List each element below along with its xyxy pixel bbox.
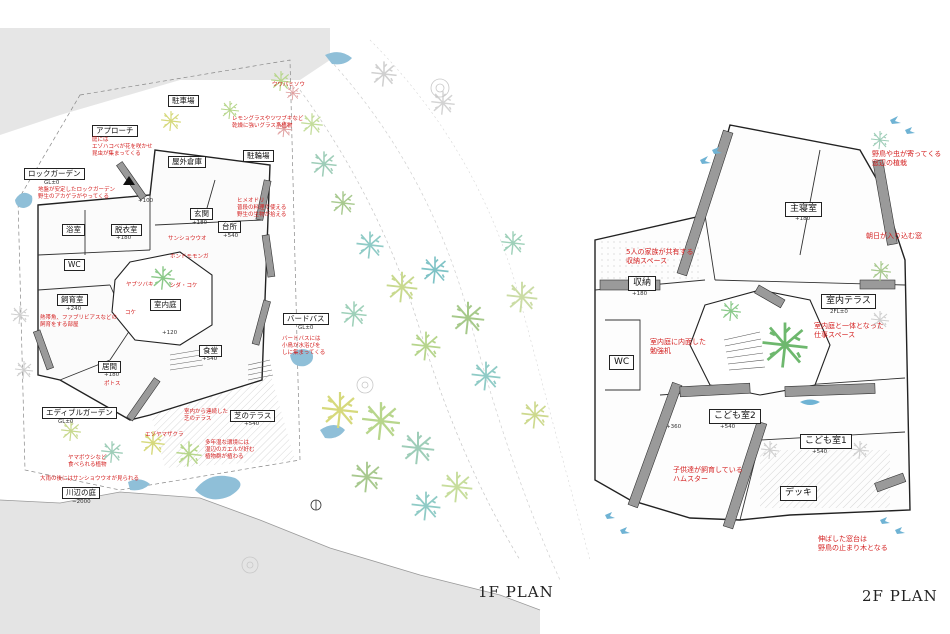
plan-1f (0, 28, 591, 634)
level-inner-garden: +120 (162, 330, 178, 336)
note-indoor-terrace: 室内庭と一体となった 仕事スペース (814, 322, 884, 339)
site-contour-2 (329, 59, 561, 581)
note-flying-squirrel: ホンドモモンガ (170, 254, 209, 260)
level-kids-room-1: +540 (812, 449, 828, 455)
title-2f-plan: 2F PLAN (862, 587, 938, 605)
note-bird-bath: バードバスには 小鳥が水浴びを しに集まってくる (282, 336, 326, 356)
room-label-bike-parking: 駐輪場 (243, 150, 274, 162)
note-birch: エゾヤマザクラ (145, 432, 184, 438)
room-label-breeding-room: 飼育室 (57, 294, 88, 306)
level-master-bedroom: +180 (795, 216, 811, 222)
note-camellia: ヤブツバキ (126, 282, 154, 288)
level-rock-garden: GL±0 (44, 180, 60, 186)
inner-garden-outline (111, 251, 213, 346)
room-label-kids-room-2: こども室2 (709, 409, 761, 424)
note-lawn: 室内から連続した 芝のテラス (184, 409, 229, 422)
room-label-inner-garden: 室内庭 (150, 299, 181, 311)
note-study-desk: 室内庭に内面した 勉強机 (650, 338, 706, 355)
room-label-rock-garden: ロックガーデン (24, 168, 85, 180)
room-label-outdoor-storage: 屋外倉庫 (168, 156, 206, 168)
note-salamander: サンショウウオ (168, 236, 207, 242)
water-ponds-1f (15, 52, 352, 500)
level-kitchen: +540 (223, 233, 239, 239)
note-edible: ヤマボウシなど 食べられる植物 (68, 455, 107, 468)
level-entrance: +180 (192, 220, 208, 226)
room-label-indoor-terrace: 室内テラス (821, 294, 876, 309)
note-kitchen: ヒメオドリ 普段の料理で使える 野生の生物が拾える (237, 198, 287, 218)
room-label-parking: 駐車場 (168, 95, 199, 107)
room-label-wc-2f: WC (609, 355, 635, 370)
wall-slabs-2f (599, 129, 907, 530)
site-contour-3 (369, 39, 591, 561)
level-bird-bath: GL±0 (298, 325, 314, 331)
note-breeding: 熱帯魚、ファブリビアスなどの 飼育をする部屋 (40, 315, 118, 328)
note-moss: コケ (125, 310, 137, 316)
level-approach: +100 (138, 198, 154, 204)
note-fern: シダ・コケ (170, 283, 198, 289)
room-label-bird-bath: バードバス (283, 313, 329, 325)
note-perch: 伸ばした窓台は 野鳥の止まり木となる (818, 535, 888, 552)
room-label-bathroom: 浴室 (62, 224, 85, 236)
level-living: +180 (104, 372, 120, 378)
note-weeds: ウワバミソウ (272, 82, 305, 88)
title-1f-plan: 1F PLAN (478, 583, 554, 601)
stair-2f (723, 331, 766, 371)
bird-icons-2f (605, 116, 915, 534)
plan-2f (594, 116, 915, 534)
flower-rosettes-1f (241, 78, 450, 574)
site-contour-1 (299, 89, 521, 561)
room-label-lawn-terrace: 芝のテラス (230, 410, 276, 422)
level-storage: +180 (632, 291, 648, 297)
room-label-edible-garden: エディブルガーデン (42, 407, 117, 419)
entrance-arrow-icon (123, 176, 135, 185)
note-morning-sun: 朝日が入り込む窓 (866, 232, 922, 240)
level-dressing: +180 (116, 235, 132, 241)
room-label-dressing: 脱衣室 (111, 224, 142, 236)
north-compass-icon (310, 499, 322, 511)
room-label-approach: アプローチ (92, 125, 138, 137)
room-label-deck: デッキ (780, 486, 818, 501)
note-rock-garden: 地盤が安定したロックガーデン 野生のアカゲラがやってくる (38, 187, 116, 200)
level-indoor-terrace: 2FL±0 (830, 309, 848, 315)
note-lemongrass: レモングラスやツワブキなど 乾燥に強いグラス系植物 (232, 116, 304, 129)
level-breeding-room: +240 (66, 306, 82, 312)
riverbank-line (0, 491, 541, 611)
note-potos: ポトス (104, 381, 121, 387)
room-label-kids-room-1: こども室1 (800, 434, 852, 449)
note-family-storage: 5人の家族が共有する 収納スペース (626, 248, 694, 265)
void-outline-2f (689, 289, 831, 396)
note-wild-birds: 野鳥や虫が寄ってくる 窓辺の植栽 (872, 150, 942, 167)
room-label-master-bedroom: 主寝室 (785, 202, 823, 217)
room-label-living: 居間 (98, 361, 121, 373)
level-left-wing: +360 (666, 424, 682, 430)
note-wet: 多年湿な環境には 湿辺のカエルが好む 植物群が植わる (205, 440, 255, 460)
stairs-1f (169, 349, 274, 381)
note-approach: 庭には エゾハコベが花を咲かせ 昆虫が集まってくる (92, 137, 153, 157)
river-band (0, 492, 540, 634)
room-label-wc-1f: WC (64, 259, 85, 271)
level-riverside-garden: −2000 (72, 499, 91, 505)
level-kids-room-2: +540 (720, 424, 736, 430)
level-dining: +540 (202, 356, 218, 362)
level-edible-garden: GL±0 (58, 419, 74, 425)
level-lawn-terrace: +540 (244, 421, 260, 427)
lawn-terrace-hatch (150, 372, 295, 468)
road-top (0, 28, 330, 135)
note-riverside: 大雨の後にはサンショウウオが見られる (40, 476, 140, 482)
room-label-storage: 収納 (628, 276, 657, 291)
room-label-riverside-garden: 川辺の庭 (62, 487, 100, 499)
room-label-entrance: 玄関 (190, 208, 213, 220)
room-label-dining: 食堂 (199, 345, 222, 357)
note-hamster: 子供達が飼育している ハムスター (673, 466, 743, 483)
room-label-kitchen: 台所 (218, 221, 241, 233)
